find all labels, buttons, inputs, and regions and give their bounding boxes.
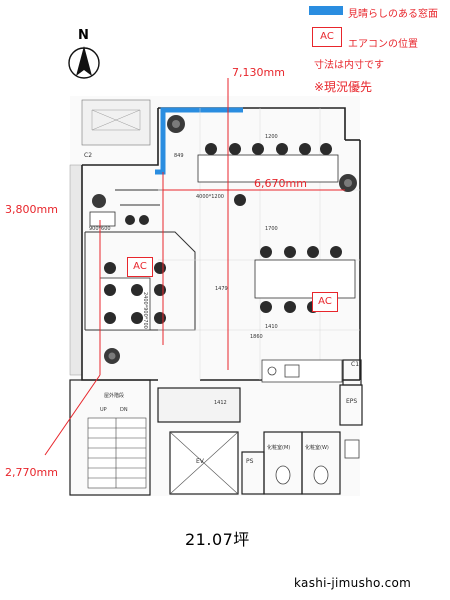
elevator-mark xyxy=(169,431,239,495)
legend-view-window-label: 見晴らしのある窓面 xyxy=(348,9,438,20)
dim-1200: 1200 xyxy=(265,134,278,140)
dim-1410: 1410 xyxy=(265,324,278,330)
top-left-balcony xyxy=(81,99,151,146)
desk-top-row xyxy=(197,154,339,183)
reception-table-shape xyxy=(89,211,116,227)
room-outdoor-stairs: 屋外階段 xyxy=(104,393,125,399)
ac-unit-office: AC xyxy=(312,292,338,312)
room-c2: C2 xyxy=(84,152,93,159)
toilets xyxy=(275,439,360,485)
ac-unit-meeting-room: AC xyxy=(127,257,153,277)
stairs xyxy=(87,417,147,489)
left-exterior-hatch xyxy=(69,164,83,376)
room-ev: EV xyxy=(196,458,204,465)
view-window xyxy=(155,107,243,175)
plants xyxy=(92,115,357,364)
room-ps: PS xyxy=(246,458,254,465)
dimension-top-width: 7,130mm xyxy=(232,66,285,79)
room-toilet-m: 化粧室(M) xyxy=(267,445,291,451)
room-dn: DN xyxy=(120,407,128,413)
reception-table-size: 900*600 xyxy=(89,226,111,232)
dim-1700: 1700 xyxy=(265,226,278,232)
compass-icon xyxy=(68,46,100,79)
dimension-left-height: 3,800mm xyxy=(5,203,58,216)
legend-view-window-swatch xyxy=(309,6,343,15)
compass-north-label: N xyxy=(78,28,89,43)
legend-interior-note: 寸法は内寸です xyxy=(314,60,384,71)
dim-1479: 1479 xyxy=(215,286,228,292)
dim-1860: 1860 xyxy=(250,334,263,340)
room-up: UP xyxy=(100,407,107,413)
room-c1: C1 xyxy=(351,361,360,368)
dimension-middle-width: 6,670mm xyxy=(254,177,307,190)
dimension-bottom-left: 2,770mm xyxy=(5,466,58,479)
legend-ac-position-label: エアコンの位置 xyxy=(348,39,418,50)
floor-area: 21.07坪 xyxy=(185,530,250,549)
kitchenette xyxy=(261,359,343,383)
legend-ac-box: AC xyxy=(312,27,342,47)
legend-current-condition: ※現況優先 xyxy=(314,80,373,94)
room-toilet-w: 化粧室(W) xyxy=(305,445,329,451)
dim-849: 849 xyxy=(174,153,184,159)
room-eps: EPS xyxy=(346,398,358,405)
site-name: kashi-jimusho.com xyxy=(294,576,412,590)
desk-size: 4000*1200 xyxy=(196,194,224,200)
desk-middle-row xyxy=(254,259,356,299)
dimension-lines xyxy=(44,78,345,456)
meeting-table-size: 2400*900*700 xyxy=(142,292,148,329)
dim-1412: 1412 xyxy=(214,400,227,406)
